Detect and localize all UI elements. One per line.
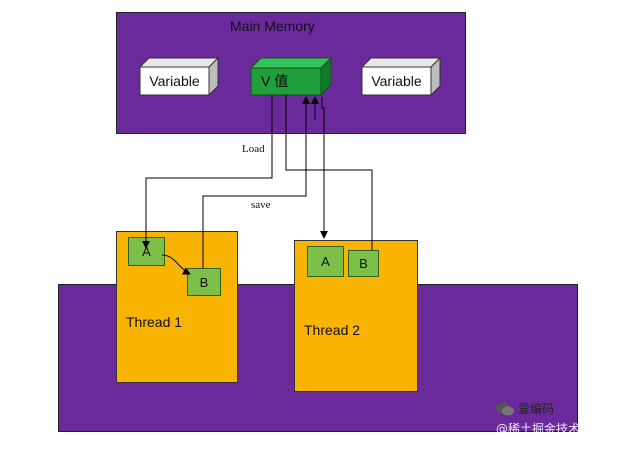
variable-label-left: Variable (149, 73, 200, 89)
load-arrow (142, 95, 273, 249)
watermark-brand: 爱编码 (518, 402, 555, 416)
v-value-label: V 值 (261, 73, 289, 89)
thread-1-label: Thread 1 (126, 314, 183, 330)
main-memory-title: Main Memory (230, 18, 315, 34)
watermark: 爱编码 @稀土掘金技术社区 (496, 400, 626, 440)
load-label: Load (242, 143, 265, 155)
variable-cell-right (360, 56, 442, 97)
save-arrow-thread2 (285, 95, 373, 250)
thread-2-cell-a: A (307, 246, 344, 277)
variable-label-right: Variable (371, 73, 422, 89)
a-to-b-arrow (161, 254, 191, 275)
thread-2-cell-b: B (348, 250, 379, 277)
save-arrow (202, 96, 310, 268)
thread-1-cell-b: B (187, 268, 221, 296)
wechat-icon (496, 402, 514, 416)
v-value-cell (249, 56, 333, 97)
watermark-site: @稀土掘金技术社区 (496, 422, 605, 436)
load-arrow-thread2 (320, 97, 328, 239)
save-label: save (251, 199, 271, 211)
variable-cell-left (138, 56, 220, 97)
thread-2-label: Thread 2 (304, 322, 361, 338)
